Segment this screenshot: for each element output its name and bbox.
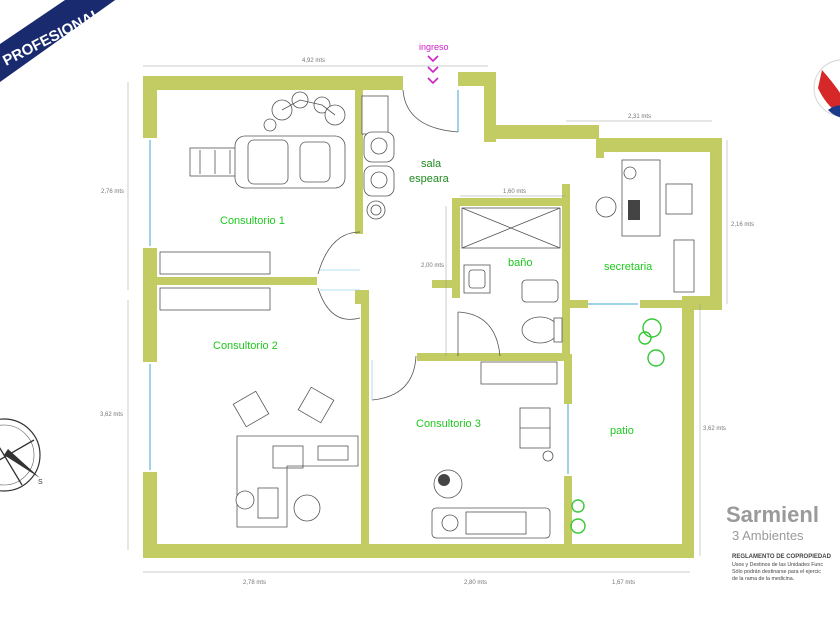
dim-consultorio2-height: 3,62 mts (100, 412, 123, 418)
dim-bottom-left: 2,78 mts (243, 580, 266, 586)
flag-badge-icon (813, 59, 840, 118)
room-labels: Consultorio 1 Consultorio 2 Consultorio … (213, 158, 653, 437)
door-swings (317, 89, 501, 401)
dimension-labels: 4,92 mts 2,31 mts 1,60 mts 2,76 mts 2,16… (100, 58, 754, 586)
shower-icon (461, 207, 561, 249)
compass-icon: S (0, 418, 43, 492)
svg-text:S: S (38, 479, 43, 486)
plant-icon (570, 318, 665, 534)
stool-icon (433, 469, 463, 499)
room-consultorio-3: Consultorio 3 (416, 418, 481, 430)
dim-secretaria-width: 2,31 mts (628, 114, 651, 120)
room-patio: patio (610, 425, 634, 437)
desk-icon (235, 435, 359, 528)
room-sala-line2: espeara (409, 173, 450, 185)
dim-bano-width: 1,60 mts (503, 189, 526, 195)
notes-title: REGLAMENTO DE COPROPIEDAD (732, 554, 832, 560)
dim-bano-height: 2,00 mts (421, 263, 444, 269)
entrance-arrow-icon (427, 55, 439, 85)
entrance-marker: ingreso (419, 42, 449, 85)
notes-line-3: de la rama de la medicina. (732, 576, 794, 582)
room-sala-line1: sala (421, 158, 442, 170)
room-secretaria: secretaria (604, 261, 653, 273)
profesional-banner: PROFESIONAL (0, 0, 116, 82)
armchairs-icon (232, 386, 335, 428)
sink-icon (463, 264, 491, 294)
brand-subtitle: 3 Ambientes (732, 528, 804, 543)
treatment-bed-icon (431, 507, 551, 539)
windows (149, 90, 638, 474)
cabinet-icon (159, 251, 271, 275)
dimension-lines (127, 65, 728, 573)
dim-bottom-mid: 2,80 mts (464, 580, 487, 586)
room-consultorio-2: Consultorio 2 (213, 340, 278, 352)
dim-bottom-right: 1,67 mts (612, 580, 635, 586)
dim-consultorio1-height: 2,76 mts (101, 189, 124, 195)
dim-top-width: 4,92 mts (302, 58, 325, 64)
room-bano: baño (508, 257, 532, 269)
entrance-label: ingreso (419, 42, 449, 52)
notes-line-2: Sólo podrán destinarse para el ejercic (732, 569, 821, 575)
dental-lamp-icon (263, 91, 346, 132)
instrument-cart-icon (519, 407, 554, 462)
shelf-icon (673, 239, 695, 293)
cabinet-icon (480, 361, 558, 385)
waiting-chairs-icon (361, 95, 395, 220)
bidet-icon (521, 279, 559, 303)
dental-chair-icon (189, 135, 346, 189)
cabinet-icon (159, 287, 271, 311)
toilet-icon (521, 316, 563, 344)
dim-patio-height: 3,62 mts (703, 426, 726, 432)
brand-name: Sarmienl (726, 502, 819, 527)
room-consultorio-1: Consultorio 1 (220, 215, 285, 227)
walls (143, 72, 722, 558)
reception-desk-icon (595, 159, 693, 237)
notes-line-1: Usos y Destinos de las Unidades Func (732, 562, 823, 568)
dim-secretaria-height: 2,16 mts (731, 222, 754, 228)
brand-block: Sarmienl 3 Ambientes REGLAMENTO DE COPRO… (726, 502, 832, 582)
